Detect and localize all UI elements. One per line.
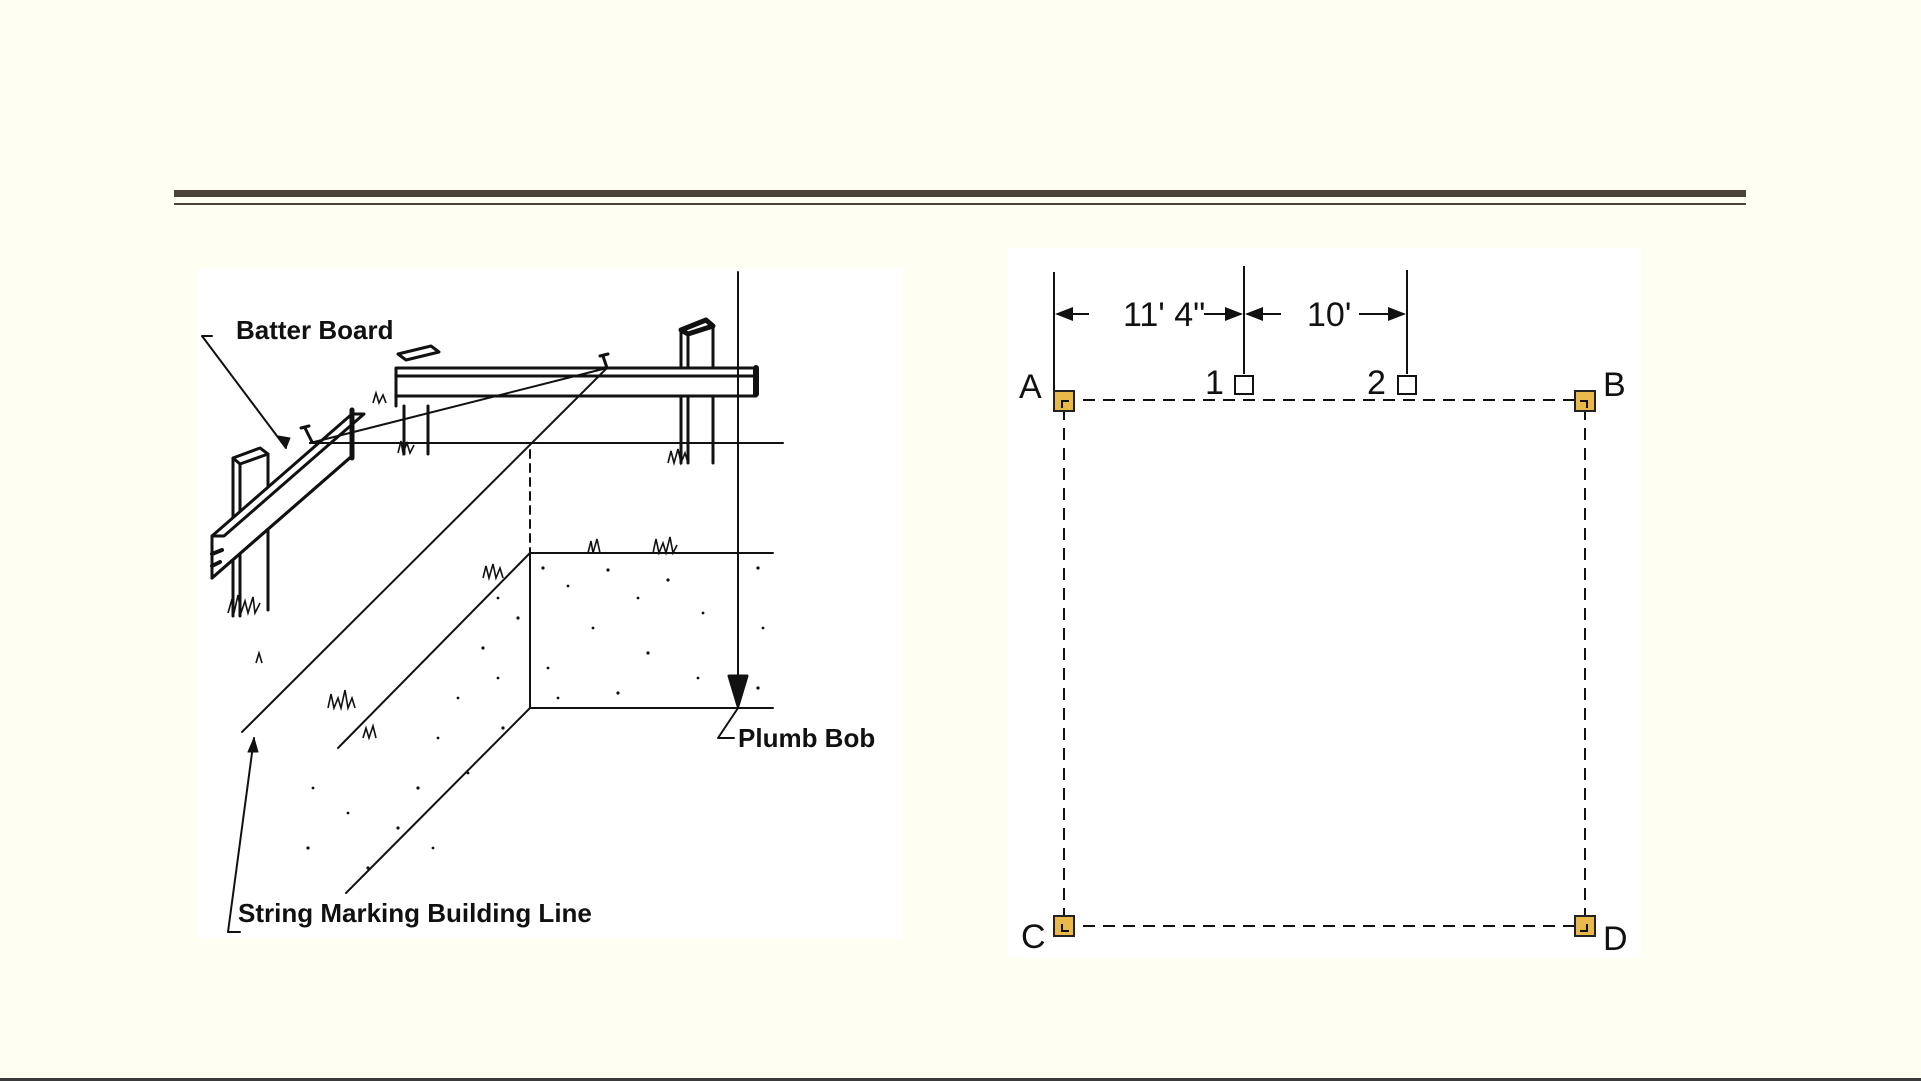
marker-1-stake xyxy=(1235,376,1253,394)
dimension-1-to-2: 10' xyxy=(1307,296,1351,334)
batter-board-label: Batter Board xyxy=(236,315,393,345)
marker-1-label: 1 xyxy=(1205,364,1224,402)
grass-tufts xyxy=(228,393,688,738)
title-rule-thick xyxy=(174,190,1746,197)
batter-board-drawing: Batter Board Plumb Bob String Marking Bu… xyxy=(198,268,903,938)
title-rule-thin xyxy=(174,203,1746,205)
corner-c-stake xyxy=(1054,916,1074,936)
dimension-a-to-1: 11' 4" xyxy=(1123,296,1205,334)
corner-d-label: D xyxy=(1603,920,1628,958)
string-line-label: String Marking Building Line xyxy=(238,898,592,928)
plumb-bob-label: Plumb Bob xyxy=(738,723,875,753)
corner-c-label: C xyxy=(1021,918,1046,956)
layout-plan-drawing: 11' 4" 10' A B C D 1 2 xyxy=(1009,248,1641,958)
middle-stake xyxy=(398,346,439,454)
marker-2-label: 2 xyxy=(1367,364,1386,402)
layout-plan-diagram: 11' 4" 10' A B C D 1 2 xyxy=(1009,248,1641,958)
corner-b-label: B xyxy=(1603,366,1626,404)
corner-d-stake xyxy=(1575,916,1595,936)
marker-2-stake xyxy=(1398,376,1416,394)
corner-a-label: A xyxy=(1019,368,1042,406)
soil-texture xyxy=(306,566,764,869)
batter-board-illustration: Batter Board Plumb Bob String Marking Bu… xyxy=(198,268,903,938)
